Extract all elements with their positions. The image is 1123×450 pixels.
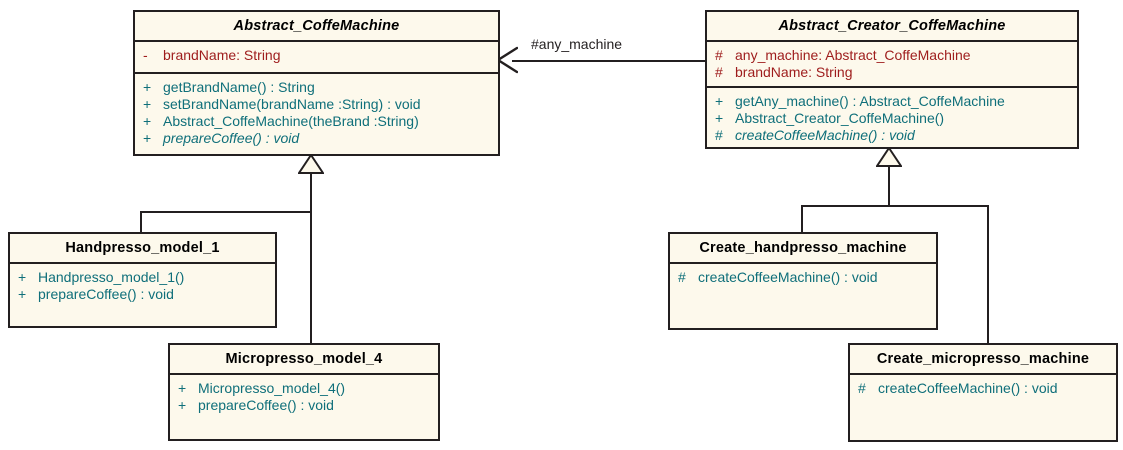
methods-compartment-micropresso-model-4: + Micropresso_model_4() + prepareCoffee(… <box>170 373 438 419</box>
attribute-signature: brandName: String <box>735 64 853 80</box>
attribute-row: - brandName: String <box>135 47 496 64</box>
visibility-marker: # <box>715 64 723 80</box>
methods-compartment-handpresso-model-1: + Handpresso_model_1() + prepareCoffee()… <box>10 262 275 308</box>
method-row: # createCoffeeMachine() : void <box>850 380 1114 397</box>
method-signature: prepareCoffee() : void <box>198 397 334 413</box>
generalization-stem-right <box>888 165 890 207</box>
attributes-compartment-abstract-creator-coffemachine: # any_machine: Abstract_CoffeMachine # b… <box>707 40 1077 86</box>
class-name-handpresso-model-1: Handpresso_model_1 <box>65 240 220 256</box>
methods-compartment-abstract-coffemachine: + getBrandName() : String + setBrandName… <box>135 72 498 152</box>
association-line <box>512 60 707 62</box>
method-row: + Abstract_Creator_CoffeMachine() <box>707 110 1075 127</box>
generalization-stem-left <box>310 172 312 213</box>
method-row: + Abstract_CoffeMachine(theBrand :String… <box>135 113 496 130</box>
class-handpresso-model-1[interactable]: Handpresso_model_1 + Handpresso_model_1(… <box>8 232 277 328</box>
method-row: + Handpresso_model_1() <box>10 269 273 286</box>
methods-compartment-create-micropresso-machine: # createCoffeeMachine() : void <box>850 373 1116 402</box>
method-row: + prepareCoffee() : void <box>170 397 436 414</box>
visibility-marker: + <box>18 269 27 285</box>
method-signature: Handpresso_model_1() <box>38 269 185 285</box>
visibility-marker: + <box>143 79 152 95</box>
method-signature: prepareCoffee() : void <box>163 130 300 146</box>
visibility-marker: + <box>18 286 27 302</box>
class-name-create-handpresso-machine: Create_handpresso_machine <box>699 240 907 256</box>
visibility-marker: # <box>715 127 723 143</box>
class-create-micropresso-machine[interactable]: Create_micropresso_machine # createCoffe… <box>848 343 1118 442</box>
method-signature: getAny_machine() : Abstract_CoffeMachine <box>735 93 1005 109</box>
generalization-drop-handpresso <box>140 211 142 234</box>
generalization-drop-create-micropresso <box>987 205 989 345</box>
method-signature: Micropresso_model_4() <box>198 380 346 396</box>
method-row: + prepareCoffee() : void <box>10 286 273 303</box>
method-row: # createCoffeeMachine() : void <box>707 127 1075 144</box>
class-abstract-coffemachine[interactable]: Abstract_CoffeMachine - brandName: Strin… <box>133 10 500 156</box>
method-row: + Micropresso_model_4() <box>170 380 436 397</box>
generalization-drop-create-handpresso <box>801 205 803 234</box>
attribute-row: # brandName: String <box>707 64 1075 81</box>
visibility-marker: + <box>143 96 152 112</box>
attribute-signature: brandName: String <box>163 47 281 63</box>
class-name-abstract-coffemachine: Abstract_CoffeMachine <box>233 18 400 34</box>
generalization-drop-micropresso <box>310 211 312 344</box>
method-signature: createCoffeeMachine() : void <box>878 380 1058 396</box>
method-signature: createCoffeeMachine() : void <box>735 127 915 143</box>
attribute-signature: any_machine: Abstract_CoffeMachine <box>735 47 971 63</box>
visibility-marker: + <box>178 397 187 413</box>
method-row: # createCoffeeMachine() : void <box>670 269 934 286</box>
visibility-marker: - <box>143 47 148 63</box>
method-signature: getBrandName() : String <box>163 79 315 95</box>
class-abstract-creator-coffemachine[interactable]: Abstract_Creator_CoffeMachine # any_mach… <box>705 10 1079 149</box>
method-row: + prepareCoffee() : void <box>135 130 496 147</box>
methods-compartment-create-handpresso-machine: # createCoffeeMachine() : void <box>670 262 936 291</box>
class-name-create-micropresso-machine: Create_micropresso_machine <box>876 351 1090 367</box>
method-signature: Abstract_Creator_CoffeMachine() <box>735 110 945 126</box>
generalization-triangle-icon-left <box>298 154 324 174</box>
method-row: + setBrandName(brandName :String) : void <box>135 96 496 113</box>
visibility-marker: + <box>143 113 152 129</box>
method-row: + getAny_machine() : Abstract_CoffeMachi… <box>707 93 1075 110</box>
visibility-marker: + <box>715 93 724 109</box>
visibility-marker: + <box>143 130 152 146</box>
visibility-marker: + <box>715 110 724 126</box>
method-signature: Abstract_CoffeMachine(theBrand :String) <box>163 113 419 129</box>
methods-compartment-abstract-creator-coffemachine: + getAny_machine() : Abstract_CoffeMachi… <box>707 86 1077 149</box>
class-name-micropresso-model-4: Micropresso_model_4 <box>225 351 383 367</box>
class-create-handpresso-machine[interactable]: Create_handpresso_machine # createCoffee… <box>668 232 938 330</box>
generalization-fork-bar-left <box>140 211 312 213</box>
generalization-fork-bar-right <box>801 205 989 207</box>
class-name-abstract-creator-coffemachine: Abstract_Creator_CoffeMachine <box>778 18 1006 34</box>
class-micropresso-model-4[interactable]: Micropresso_model_4 + Micropresso_model_… <box>168 343 440 441</box>
visibility-marker: + <box>178 380 187 396</box>
method-signature: setBrandName(brandName :String) : void <box>163 96 421 112</box>
method-signature: createCoffeeMachine() : void <box>698 269 878 285</box>
method-row: + getBrandName() : String <box>135 79 496 96</box>
visibility-marker: # <box>715 47 723 63</box>
attribute-row: # any_machine: Abstract_CoffeMachine <box>707 47 1075 64</box>
attributes-compartment-abstract-coffemachine: - brandName: String <box>135 40 498 72</box>
visibility-marker: # <box>858 380 866 396</box>
generalization-triangle-icon-right <box>876 147 902 167</box>
association-label-any-machine: #any_machine <box>531 36 623 52</box>
method-signature: prepareCoffee() : void <box>38 286 174 302</box>
visibility-marker: # <box>678 269 686 285</box>
